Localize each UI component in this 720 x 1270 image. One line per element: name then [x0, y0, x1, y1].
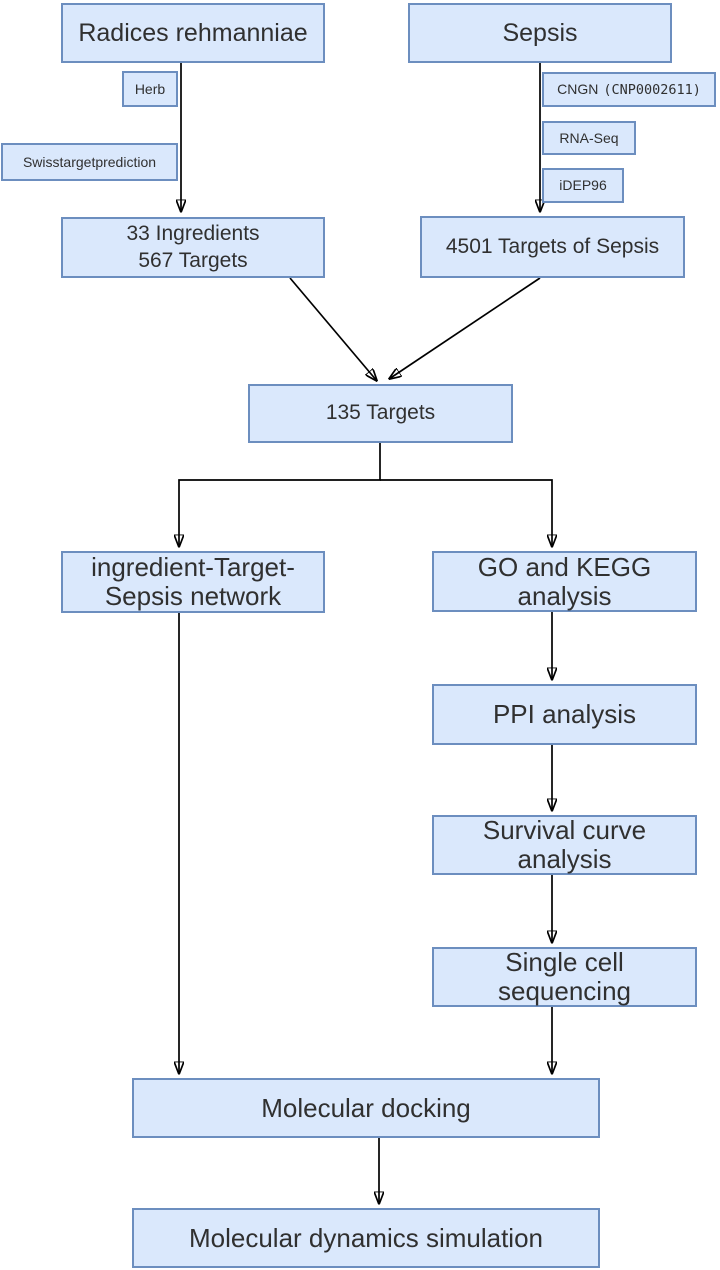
node-molecular-docking: Molecular docking: [132, 1078, 600, 1138]
node-sepsis: Sepsis: [408, 3, 672, 63]
node-dynamics-label: Molecular dynamics simulation: [188, 1222, 544, 1253]
arrow-sepsis-targets-to-135-targets: [389, 277, 541, 379]
arrow-135-targets-to-go-kegg: [380, 479, 552, 547]
node-sepsis-targets-label: 4501 Targets of Sepsis: [445, 234, 660, 258]
node-network-line1: ingredient-Target-: [91, 552, 295, 583]
node-135-targets: 135 Targets: [248, 384, 513, 443]
node-go-kegg-line2: analysis: [517, 580, 612, 611]
arrow-135-targets-to-network: [179, 443, 381, 547]
node-135-targets-label: 135 Targets: [325, 401, 436, 425]
node-ppi-analysis: PPI analysis: [432, 684, 697, 745]
label-rna-seq: RNA-Seq: [542, 121, 636, 155]
label-idep96: iDEP96: [542, 168, 624, 203]
label-cngn-row: CNGN (CNP0002611): [557, 81, 701, 98]
label-swisstargetprediction-text: Swisstargetprediction: [22, 153, 157, 170]
node-survival-line2: analysis: [517, 844, 612, 874]
node-go-kegg-analysis: GO and KEGG analysis: [432, 551, 697, 612]
node-ingredients-line2: 567 Targets: [138, 248, 248, 272]
node-survival-curve-analysis: Survival curve analysis: [432, 815, 697, 875]
node-radices-label: Radices rehmanniae: [78, 18, 308, 47]
node-docking-label: Molecular docking: [261, 1092, 471, 1123]
label-swisstargetprediction: Swisstargetprediction: [1, 143, 178, 181]
label-herb-database: Herb: [122, 71, 178, 107]
node-4501-targets-of-sepsis: 4501 Targets of Sepsis: [420, 216, 685, 278]
node-go-kegg-line1: GO and KEGG: [477, 551, 652, 582]
node-molecular-dynamics-simulation: Molecular dynamics simulation: [132, 1208, 600, 1268]
node-ingredient-target-sepsis-network: ingredient-Target- Sepsis network: [61, 551, 325, 613]
label-herb-text: Herb: [134, 80, 166, 97]
node-ppi-label: PPI analysis: [492, 699, 637, 730]
label-cngn-database: CNGN (CNP0002611): [542, 72, 716, 107]
node-single-cell-line2: sequencing: [498, 976, 631, 1006]
label-idep96-text: iDEP96: [559, 177, 607, 194]
label-cngn-accession: (CNP0002611): [603, 81, 701, 98]
node-33-ingredients-567-targets: 33 Ingredients 567 Targets: [61, 217, 325, 278]
node-network-line2: Sepsis network: [104, 581, 282, 611]
node-radices-rehmanniae: Radices rehmanniae: [61, 3, 325, 63]
node-sepsis-label: Sepsis: [502, 18, 578, 47]
node-single-cell-line1: Single cell: [505, 947, 624, 978]
node-single-cell-sequencing: Single cell sequencing: [432, 947, 697, 1007]
arrow-ingredients-to-135-targets: [289, 277, 377, 381]
node-ingredients-line1: 33 Ingredients: [126, 221, 260, 245]
node-survival-line1: Survival curve: [482, 815, 647, 846]
label-rna-seq-text: RNA-Seq: [559, 129, 619, 146]
label-cngn-name: CNGN: [557, 80, 599, 97]
